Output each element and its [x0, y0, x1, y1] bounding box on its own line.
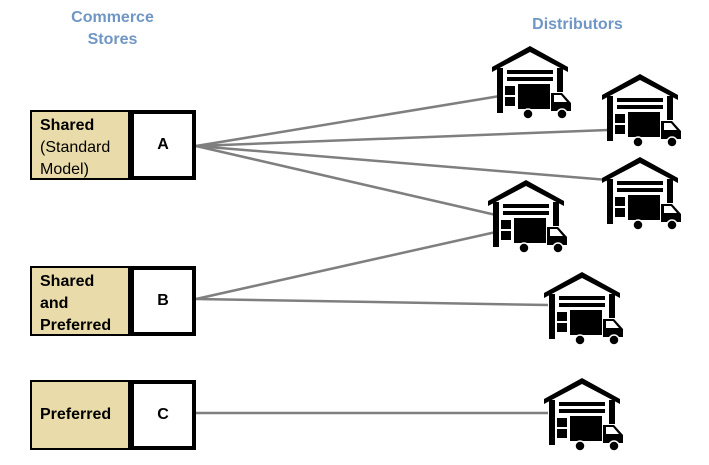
store-box-c: C	[130, 380, 196, 450]
line-a-to-distributor-4	[195, 144, 497, 217]
store-box-b: B	[130, 266, 196, 336]
warehouse-truck-icon	[544, 377, 624, 452]
store-label-line: (Standard	[40, 139, 111, 156]
line-b-to-distributor-5	[195, 297, 549, 307]
store-label-line: Preferred	[40, 406, 112, 423]
line-a-to-distributor-3	[195, 144, 609, 182]
store-label-line: Model)	[40, 161, 89, 178]
warehouse-truck-icon	[488, 179, 568, 254]
warehouse-truck-icon	[602, 73, 682, 148]
distributors-header: Distributors	[532, 16, 623, 33]
store-label-line: Shared	[40, 273, 95, 290]
store-label-shared-preferred: Shared and Preferred	[30, 266, 130, 336]
warehouse-truck-icon	[492, 45, 572, 120]
line-a-to-distributor-1	[195, 94, 501, 148]
store-label-preferred: Preferred	[30, 380, 130, 450]
commerce-stores-header-line2: Stores	[87, 31, 138, 48]
store-label-line: Preferred	[40, 317, 112, 334]
store-box-a: A	[130, 110, 196, 180]
store-label-shared-standard: Shared (Standard Model)	[30, 110, 130, 180]
line-a-to-distributor-2	[195, 128, 609, 148]
warehouse-truck-icon	[544, 271, 624, 346]
store-label-line: and	[40, 295, 69, 312]
warehouse-truck-icon	[602, 156, 682, 231]
line-b-to-distributor-4	[195, 230, 497, 301]
store-label-line: Shared	[40, 117, 95, 134]
commerce-stores-header: Commerce Stores	[55, 7, 170, 51]
commerce-stores-header-line1: Commerce	[71, 9, 154, 26]
